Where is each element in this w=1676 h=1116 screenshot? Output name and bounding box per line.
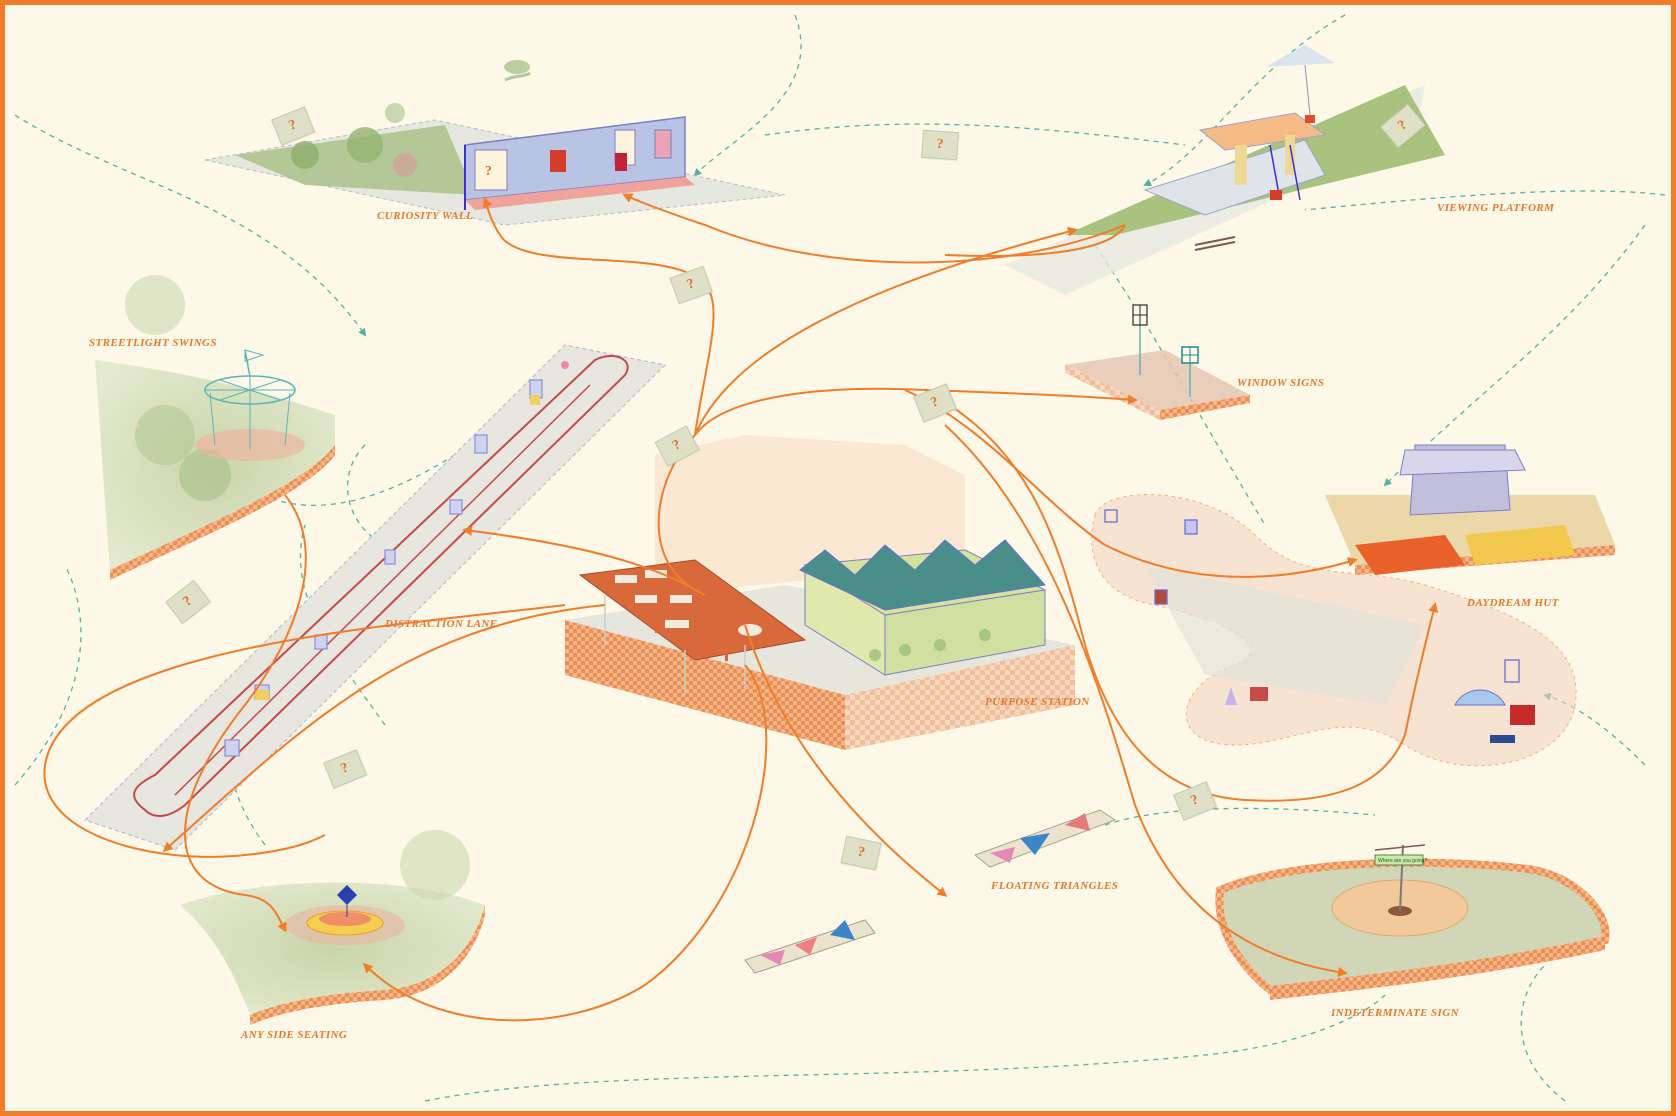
daydream-hut-site [1091,444,1615,767]
label-daydream-hut: DAYDREAM HUT [1467,597,1559,609]
label-purpose-station: PURPOSE STATION [985,696,1090,708]
indeterminate-sign-site: Where are you going? [1215,844,1610,1000]
site-map-drawing: ? [14,14,1666,1102]
label-any-side-seating: ANY SIDE SEATING [241,1029,348,1041]
label-floating-triangles: FLOATING TRIANGLES [991,880,1119,892]
label-streetlight-swings: STREETLIGHT SWINGS [89,337,217,349]
svg-text:?: ? [485,164,492,179]
label-window-signs: WINDOW SIGNS [1237,377,1325,389]
label-distraction-lane: DISTRACTION LANE [385,618,498,630]
label-curiosity-wall: CURIOSITY WALL [377,210,474,222]
streetlight-swings-site [95,275,335,580]
window-signs-site [1065,304,1250,420]
question-tag: ? [921,129,959,161]
label-indeterminate-sign: INDETERMINATE SIGN [1331,1007,1459,1019]
purpose-station-site [565,435,1075,750]
sign-text: Where are you going? [1378,858,1427,864]
any-side-seating-site [180,830,485,1025]
viewing-platform-site [1005,45,1445,295]
floating-triangles-site [744,809,1117,974]
curiosity-wall-site: ? [204,60,786,226]
label-viewing-platform: VIEWING PLATFORM [1437,202,1555,214]
